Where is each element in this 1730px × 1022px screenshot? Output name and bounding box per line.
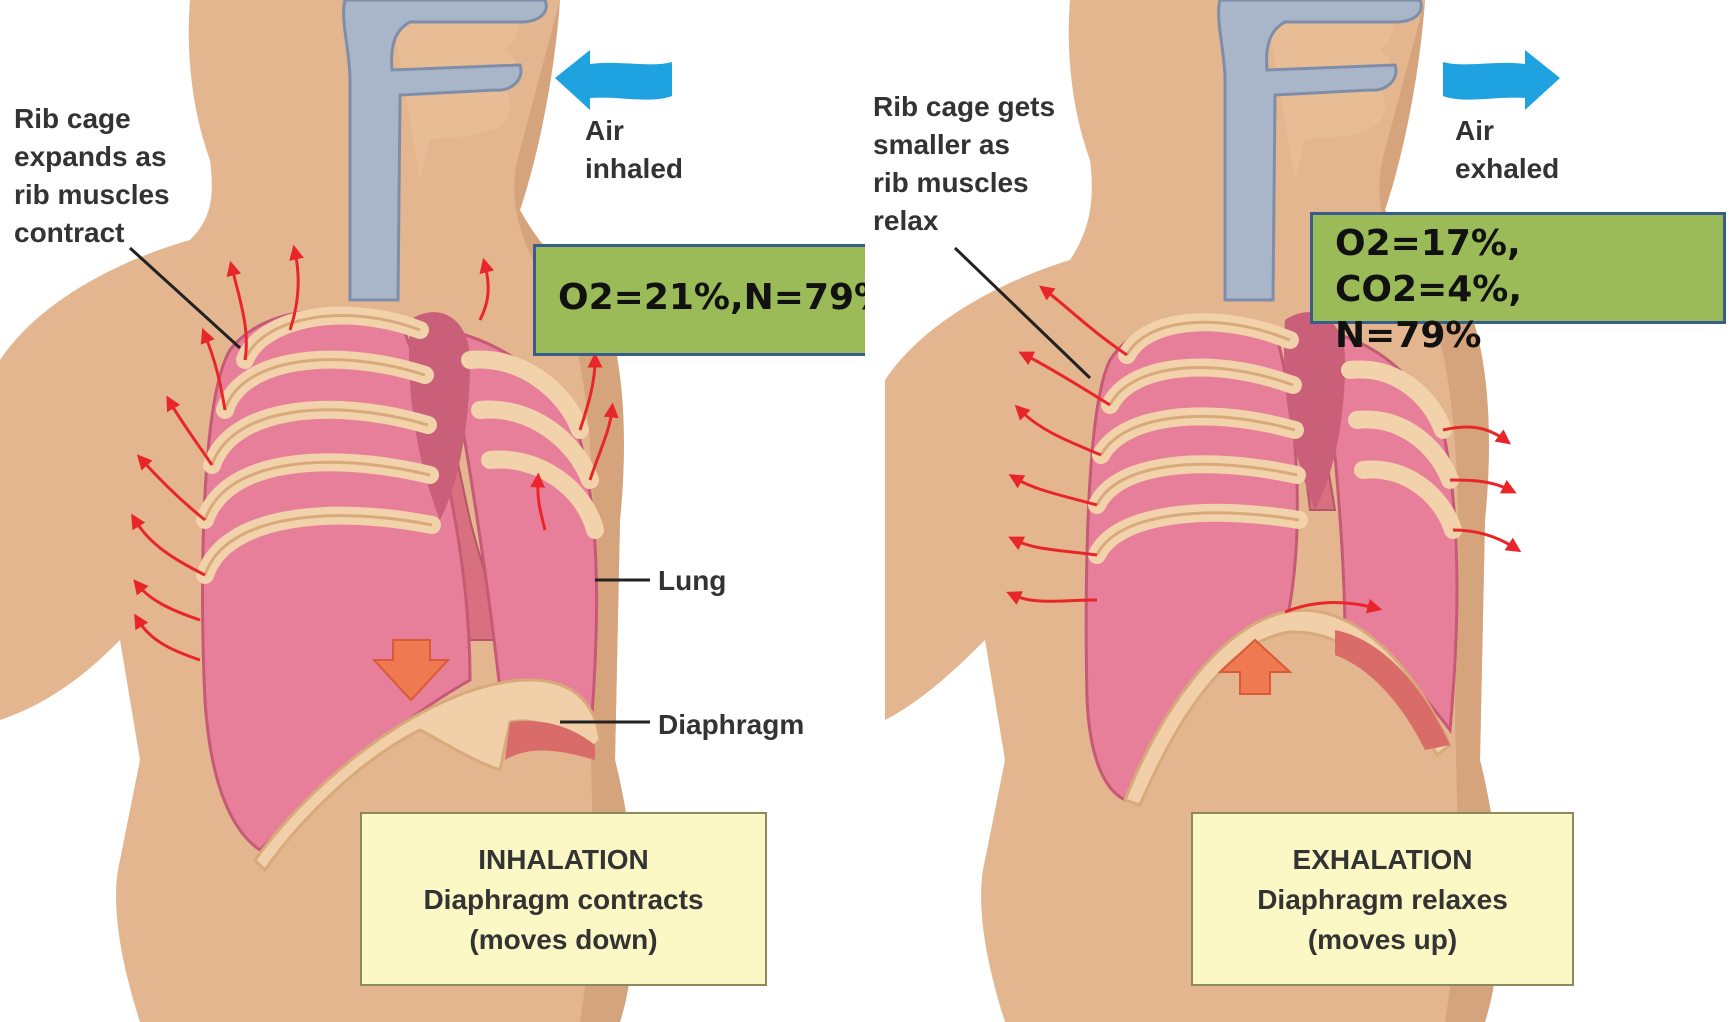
- diaphragm-label: Diaphragm: [658, 706, 804, 744]
- lung-label: Lung: [658, 562, 726, 600]
- inhalation-caption: INHALATION Diaphragm contracts (moves do…: [360, 812, 767, 986]
- rib-cage-smaller-label: Rib cage gets smaller as rib muscles rel…: [873, 88, 1055, 240]
- air-exhaled-arrow-icon: [1443, 50, 1560, 110]
- inhalation-panel: Rib cage expands as rib muscles contract…: [0, 0, 865, 1022]
- inhalation-caption-title: INHALATION: [362, 840, 765, 880]
- exhalation-caption: EXHALATION Diaphragm relaxes (moves up): [1191, 812, 1574, 986]
- exhalation-caption-line1: Diaphragm relaxes: [1193, 880, 1572, 920]
- exhalation-panel: Rib cage gets smaller as rib muscles rel…: [865, 0, 1730, 1022]
- exhalation-caption-line2: (moves up): [1193, 920, 1572, 960]
- exhalation-caption-title: EXHALATION: [1193, 840, 1572, 880]
- air-inhaled-label: Air inhaled: [585, 112, 683, 188]
- inhalation-caption-line2: (moves down): [362, 920, 765, 960]
- inhaled-gas-composition: O2=21%,N=79%: [533, 244, 865, 356]
- inhalation-caption-line1: Diaphragm contracts: [362, 880, 765, 920]
- exhaled-gas-composition: O2=17%, CO2=4%, N=79%: [1310, 212, 1726, 324]
- rib-cage-expands-label: Rib cage expands as rib muscles contract: [14, 100, 170, 252]
- air-exhaled-label: Air exhaled: [1455, 112, 1559, 188]
- air-inhaled-arrow-icon: [555, 50, 672, 110]
